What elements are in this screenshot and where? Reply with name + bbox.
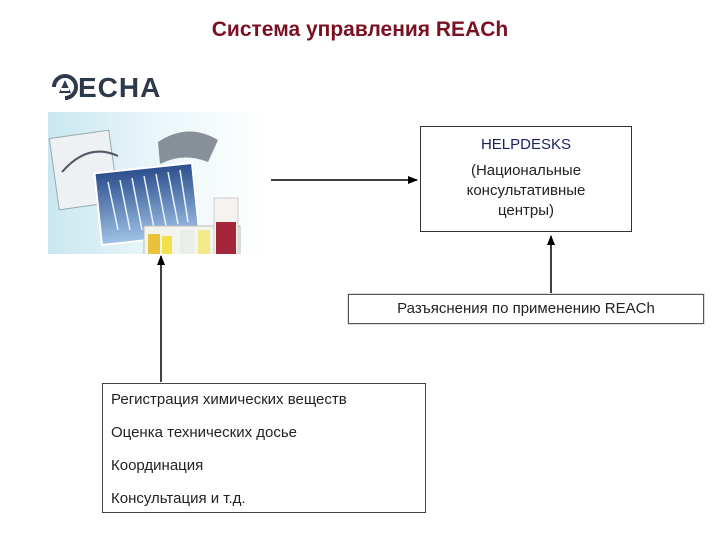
laboratory-image (48, 112, 264, 254)
reach-explanation-box: Разъяснения по применению REACh (348, 294, 704, 324)
echa-logo-text: ECHA (78, 72, 162, 103)
helpdesks-subtitle: (Национальные консультативные центры) (466, 162, 586, 219)
echa-logo: ECHA (52, 72, 202, 104)
echa-tasks-box: Регистрация химических веществ Оценка те… (102, 383, 426, 513)
echa-logo-icon (52, 74, 78, 100)
task-item: Оценка технических досье (111, 424, 298, 441)
helpdesks-box: HELPDESKS (Национальные консультативные … (420, 126, 632, 232)
slide-title: Система управления REACh (211, 18, 509, 41)
task-item: Координация (111, 457, 204, 474)
task-item: Регистрация химических веществ (111, 391, 347, 408)
task-item: Консультация и т.д. (111, 490, 246, 507)
helpdesks-title: HELPDESKS (480, 136, 572, 153)
